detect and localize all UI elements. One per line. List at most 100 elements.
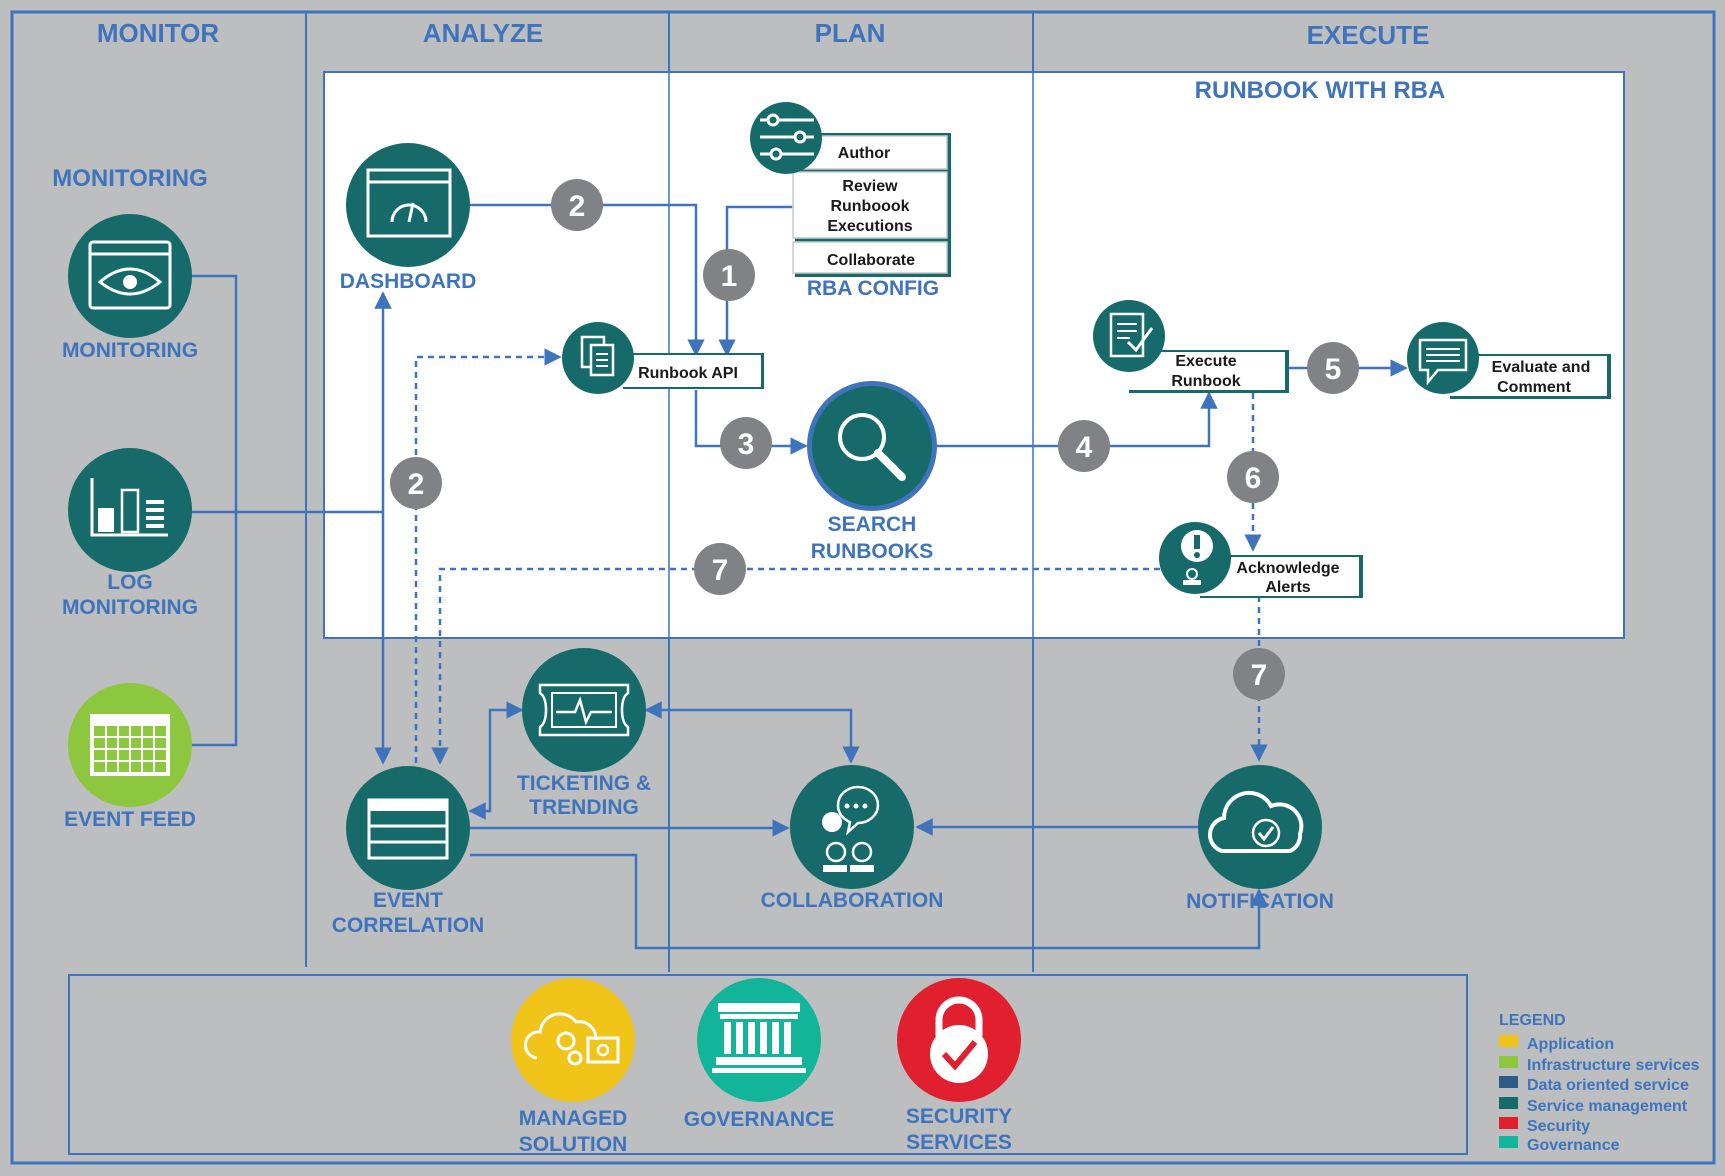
outer-frame [10,10,1716,1165]
grid-icon [90,714,170,776]
collaboration-node[interactable] [790,765,914,889]
acknowledge-label-1: Acknowledge [1236,560,1339,577]
step-badge-3: 3 [720,417,772,469]
rba-menu-review-label-2: Runboook [830,198,909,215]
ticketing-collaboration-link [644,701,860,764]
rba-menu-review[interactable]: Review Runboook Executions [792,171,948,239]
managed-solution-label-2: SOLUTION [519,1133,628,1156]
people-chat-icon [822,785,880,872]
legend-swatch-data-oriented [1499,1076,1518,1088]
log-monitoring-label-1: LOG [107,571,153,594]
step-badge-5: 5 [1307,342,1359,394]
step-6-text: 6 [1245,462,1262,495]
ticketing-trending-node[interactable] [522,648,646,772]
step-3-text: 3 [738,428,755,461]
monitoring-section-title: MONITORING [52,165,208,192]
rba-config-to-runbook-api [718,205,795,357]
step-badge-1: 1 [703,249,755,301]
log-monitoring-label-2: MONITORING [62,596,198,619]
runbook-api-label: Runbook API [638,365,738,382]
gauge-icon [366,168,452,238]
chat-icon [1418,338,1468,386]
ticketing-event-correlation-link [468,701,524,820]
governance-label: GOVERNANCE [684,1108,835,1131]
header-plan: PLAN [815,18,886,48]
legend-item-application: Application [1527,1036,1614,1053]
step-5-text: 5 [1325,353,1342,386]
monitor-bus-line [190,274,238,747]
managed-solution-label-1: MANAGED [519,1107,628,1130]
cloud-gear-icon [523,1012,620,1066]
execute-runbook-label-1: Execute [1175,353,1236,370]
execute-runbook-node[interactable]: Execute Runbook [1093,300,1289,393]
event-correlation-to-notification [470,853,1268,950]
dashboard-node[interactable] [346,143,470,267]
rba-menu-collaborate-label: Collaborate [827,252,915,269]
step-1-text: 1 [721,260,738,293]
legend-swatch-security [1499,1117,1518,1129]
security-services-label-1: SECURITY [906,1105,1012,1128]
evaluate-label-2: Comment [1497,379,1571,396]
padlock-icon [930,996,988,1083]
bank-icon [712,1003,806,1073]
step-7a-text: 7 [712,554,729,587]
event-correlation-label-2: CORRELATION [332,914,484,937]
step-2a-text: 2 [569,190,586,223]
documents-icon [580,335,615,377]
sliders-icon [760,113,814,161]
acknowledge-alerts-node[interactable]: Acknowledge Alerts [1159,522,1363,598]
dashboard-to-runbook-api [470,203,705,357]
step-badge-2b: 2 [390,457,442,509]
search-runbooks-node[interactable] [807,381,937,511]
step-7b-text: 7 [1251,659,1268,692]
pulse-icon [538,683,630,737]
step-badge-6: 6 [1227,451,1279,503]
monitoring-label: MONITORING [62,339,198,362]
rba-menu-review-label-1: Review [842,178,898,195]
runbook-title: RUNBOOK WITH RBA [1195,77,1446,104]
legend-item-infrastructure: Infrastructure services [1527,1057,1700,1074]
bar-chart-icon [90,478,168,537]
legend-item-governance: Governance [1527,1137,1620,1154]
evaluate-label-1: Evaluate and [1492,359,1591,376]
step-badge-7a: 7 [694,543,746,595]
event-feed-label: EVENT FEED [64,808,196,831]
monitoring-node[interactable] [68,214,192,338]
event-correlation-node[interactable] [346,766,470,890]
table-icon [367,798,449,860]
rba-config-label: RBA CONFIG [807,277,939,300]
dashboard-label: DASHBOARD [340,270,477,293]
legend-swatch-governance [1499,1136,1518,1148]
runbook-api-node[interactable]: Runbook API [562,322,764,394]
search-runbooks-label-2: RUNBOOKS [811,540,934,563]
rba-menu-collaborate[interactable]: Collaborate [792,241,948,274]
security-services-badge [897,978,1021,1102]
checklist-icon [1109,312,1154,358]
execute-runbook-label-2: Runbook [1171,373,1240,390]
rba-menu-author-label: Author [838,145,890,162]
collaboration-label: COLLABORATION [761,889,944,912]
security-services-label-2: SERVICES [906,1131,1012,1154]
step-badge-2a: 2 [551,179,603,231]
magnifier-icon [838,413,906,481]
legend-swatch-service-management [1499,1097,1518,1109]
acknowledge-label-2: Alerts [1265,579,1310,596]
legend-swatch-infrastructure [1499,1056,1518,1068]
legend: LEGEND Application Infrastructure servic… [1499,1012,1700,1154]
ticketing-label-1: TICKETING & [517,772,651,795]
notification-node[interactable] [1198,765,1322,889]
footer-box [68,974,1468,1155]
managed-solution-badge [511,978,635,1102]
header-monitor: MONITOR [97,18,220,48]
legend-swatch-application [1499,1035,1518,1047]
evaluate-comment-node[interactable]: Evaluate and Comment [1407,322,1611,399]
rba-config-icon-node [750,102,822,174]
rba-menu-review-label-3: Executions [827,218,912,235]
event-feed-node[interactable] [68,683,192,807]
legend-item-service-management: Service management [1527,1098,1688,1115]
rba-config-panel: Author Review Runboook Executions Collab… [792,133,951,277]
log-monitoring-node[interactable] [68,448,192,572]
alert-icon [1181,530,1213,585]
